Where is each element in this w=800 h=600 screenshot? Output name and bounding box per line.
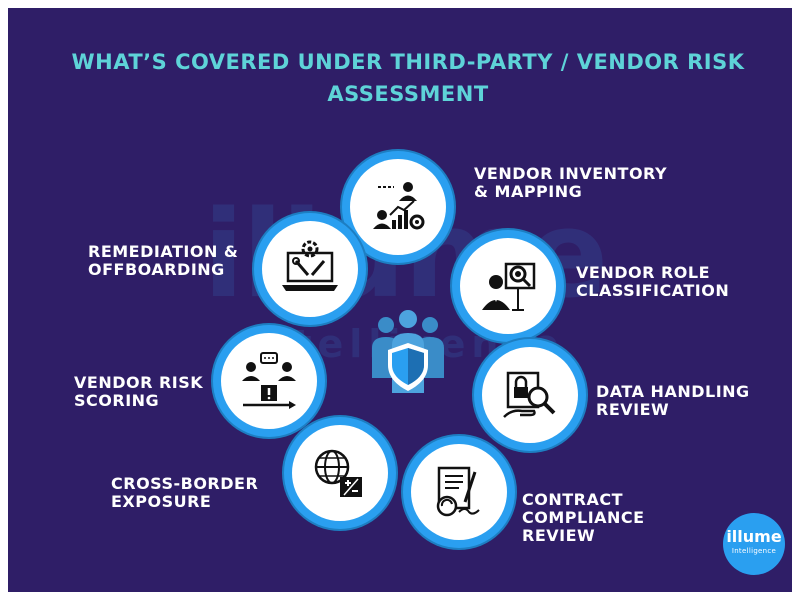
- lock-hand-magnifier-icon: [503, 371, 556, 418]
- node-vendor-inventory: [342, 151, 454, 263]
- people-warning-arrow-icon: [242, 352, 296, 409]
- node-remediation: [254, 213, 366, 325]
- node-vendor-role: [452, 230, 564, 342]
- signed-document-icon: [436, 466, 480, 517]
- label-data-handling: DATA HANDLING REVIEW: [596, 382, 750, 419]
- laptop-gear-tools-icon: [282, 240, 338, 291]
- node-data-handling: [474, 339, 586, 451]
- node-contract-compliance: [403, 436, 515, 548]
- label-vendor-role: VENDOR ROLE CLASSIFICATION: [576, 263, 730, 300]
- logo-subtext: Intelligence: [731, 547, 777, 555]
- node-vendor-risk: [213, 325, 325, 437]
- person-magnifier-board-icon: [482, 262, 536, 311]
- team-shield-icon: [372, 310, 444, 393]
- label-vendor-risk: VENDOR RISK SCORING: [74, 373, 204, 410]
- node-cross-border: [284, 417, 396, 529]
- label-cross-border: CROSS-BORDER EXPOSURE: [111, 474, 259, 511]
- infographic-panel: WHAT’S COVERED UNDER THIRD-PARTY / VENDO…: [8, 8, 792, 592]
- people-growth-chart-icon: [373, 182, 425, 230]
- page-title: WHAT’S COVERED UNDER THIRD-PARTY / VENDO…: [71, 50, 745, 106]
- globe-exchange-icon: [314, 449, 362, 497]
- logo-text: illume: [726, 527, 782, 546]
- illume-logo: illume Intelligence: [723, 513, 785, 575]
- label-contract-compliance: CONTRACT COMPLIANCE REVIEW: [522, 490, 645, 545]
- label-remediation: REMEDIATION & OFFBOARDING: [88, 242, 239, 279]
- label-vendor-inventory: VENDOR INVENTORY & MAPPING: [474, 164, 668, 201]
